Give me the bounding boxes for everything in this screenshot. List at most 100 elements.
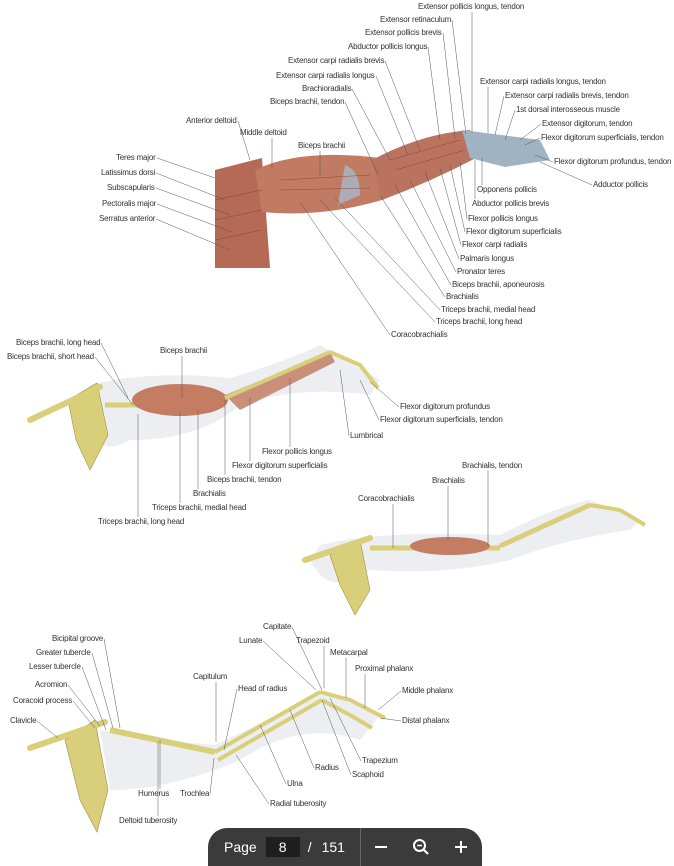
leader-line	[156, 157, 216, 179]
leader-line	[375, 75, 409, 156]
page-number-input[interactable]: 8	[265, 837, 300, 857]
leader-line	[100, 342, 129, 399]
leader-line	[534, 154, 554, 163]
callout-label: Biceps brachii	[160, 346, 208, 355]
leader-line	[329, 697, 362, 762]
figure-arm-muscles-superficial	[214, 130, 550, 268]
callout-label: Biceps brachii, aponeurosis	[452, 280, 545, 289]
callout-label: Triceps brachii, long head	[436, 317, 523, 326]
zoom-in-button[interactable]	[441, 828, 481, 866]
callout-label: Opponens pollicis	[477, 185, 537, 194]
callout-label: Middle phalanx	[402, 686, 454, 695]
leader-line	[67, 684, 101, 727]
leader-line	[442, 32, 456, 139]
leader-line	[519, 123, 542, 141]
callout-label: Pronator teres	[457, 267, 505, 276]
callout-label: Flexor digitorum superficialis, tendon	[380, 415, 503, 424]
callout-label: Middle deltoid	[240, 128, 287, 137]
callout-label: Abductor pollicis brevis	[472, 199, 550, 208]
leader-line	[384, 60, 421, 151]
callout-label: Radial tuberosity	[270, 799, 327, 808]
leader-line	[237, 120, 251, 161]
leader-line	[209, 757, 215, 795]
callout-label: Subscapularis	[107, 183, 155, 192]
leader-line	[334, 197, 441, 311]
leader-line	[369, 381, 400, 408]
callout-label: Flexor pollicis longus	[468, 214, 538, 223]
callout-label: Radius	[315, 763, 339, 772]
callout-label: Triceps brachii, medial head	[441, 305, 536, 314]
callout-label: Proximal phalanx	[355, 664, 414, 673]
callout-label: Teres major	[116, 153, 156, 162]
callout-label: Lesser tubercle	[29, 662, 81, 671]
leader-line	[377, 690, 402, 711]
callout-label: Flexor digitorum superficialis	[232, 461, 328, 470]
callout-label: Anterior deltoid	[186, 116, 237, 125]
callout-label: Pectoralis major	[102, 199, 157, 208]
zoom-out-button[interactable]	[361, 828, 401, 866]
leader-line	[409, 179, 457, 273]
callout-label: Flexor digitorum profundus, tendon	[554, 157, 672, 166]
leader-line	[36, 720, 59, 739]
callout-label: Extensor retinaculum	[380, 15, 452, 24]
callout-label: Capitulum	[193, 672, 228, 681]
callout-label: Flexor pollicis longus	[262, 447, 332, 456]
leader-line	[459, 161, 468, 220]
callout-label: Adductor pollicis	[593, 180, 648, 189]
leader-line	[81, 666, 107, 731]
callout-label: Extensor pollicis brevis	[365, 28, 442, 37]
callout-label: Extensor carpi radialis brevis, tendon	[505, 91, 629, 100]
callout-label: Abductor pollicis longus	[348, 42, 428, 51]
callout-label: Trapezoid	[296, 636, 330, 645]
leader-line	[103, 638, 121, 729]
minus-icon	[374, 846, 387, 848]
callout-label: Brachioradialis	[302, 84, 352, 93]
callout-label: Serratus anterior	[99, 214, 156, 223]
figure-arm-skeleton	[27, 690, 386, 833]
callout-label: Ulna	[287, 779, 303, 788]
callout-label: Coracobrachialis	[391, 330, 448, 339]
leader-line	[504, 109, 516, 141]
page-label: Page	[224, 839, 257, 855]
leader-line	[156, 203, 233, 233]
callout-label: Metacarpal	[330, 648, 368, 657]
leader-line	[359, 379, 380, 421]
leader-line	[291, 626, 323, 691]
callout-label: Triceps brachii, medial head	[152, 503, 247, 512]
callout-label: Head of radius	[238, 684, 288, 693]
callout-label: Bicipital groove	[52, 634, 104, 643]
toolbar-divider	[359, 828, 361, 866]
callout-label: Latissimus dorsi	[101, 168, 156, 177]
leader-line	[319, 199, 436, 323]
leader-line	[379, 717, 402, 722]
callout-label: Coracobrachialis	[358, 494, 415, 503]
leader-line	[439, 167, 462, 246]
leader-line	[289, 709, 315, 769]
callout-label: Extensor carpi radialis longus, tendon	[480, 77, 606, 86]
callout-label: Flexor digitorum profundus	[400, 402, 490, 411]
callout-label: Extensor pollicis longus, tendon	[418, 2, 525, 11]
callout-label: Palmaris longus	[460, 254, 514, 263]
callout-label: Greater tubercle	[36, 648, 91, 657]
callout-label: Coracoid process	[13, 696, 73, 705]
magnifier-icon	[412, 839, 429, 855]
callout-label: Trochlea	[180, 789, 210, 798]
leader-line	[524, 137, 541, 146]
leader-line	[427, 46, 441, 141]
callout-label: Capitate	[263, 622, 292, 631]
leader-line	[262, 640, 317, 691]
leader-line	[394, 184, 452, 286]
leader-line	[321, 699, 352, 776]
callout-label: Deltoid tuberosity	[119, 816, 178, 825]
plus-icon	[454, 841, 467, 853]
leader-line	[155, 218, 231, 251]
pdf-toolbar: Page 8 / 151	[208, 828, 482, 866]
callout-label: Triceps brachii, long head	[98, 517, 185, 526]
zoom-reset-button[interactable]	[401, 828, 441, 866]
leader-line	[94, 356, 134, 406]
callout-label: Lumbrical	[350, 431, 383, 440]
callout-label: 1st dorsal interosseous muscle	[516, 105, 620, 114]
callout-label: Biceps brachii, tendon	[207, 475, 282, 484]
callout-label: Flexor carpi radialis	[462, 240, 528, 249]
